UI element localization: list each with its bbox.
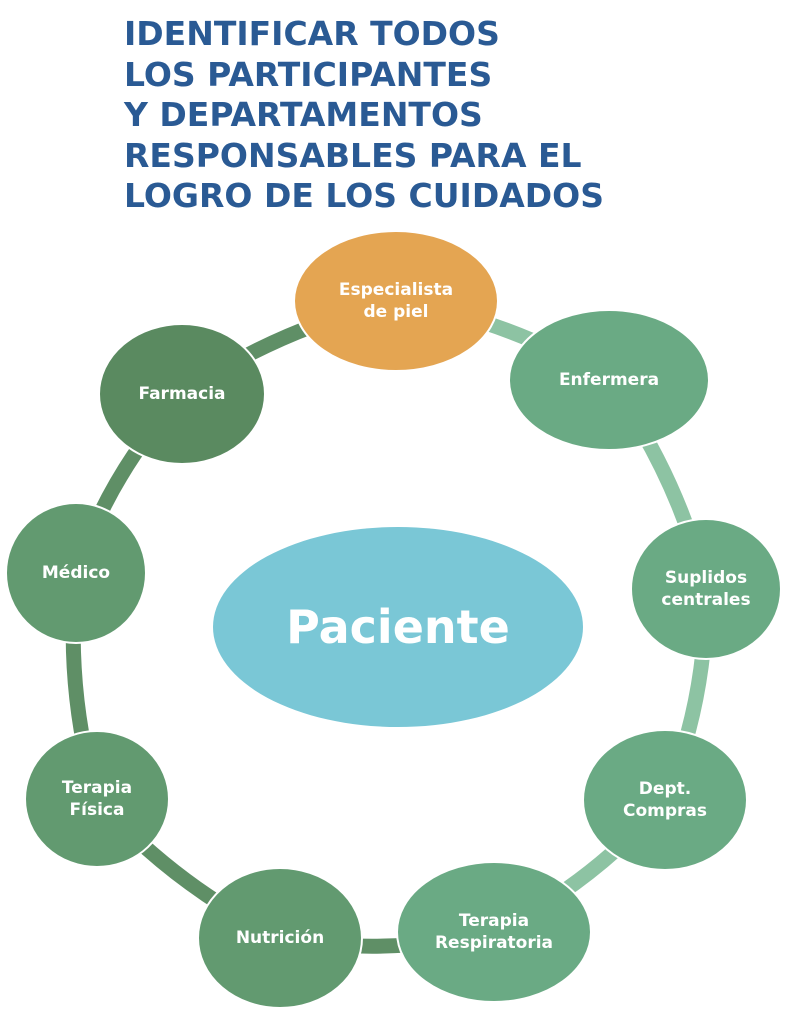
participant-node-shape xyxy=(396,861,592,1003)
participant-node-label: Respiratoria xyxy=(435,933,553,953)
participant-node-label: Compras xyxy=(623,801,707,821)
center-ellipse xyxy=(213,527,583,727)
title-line-3: Y DEPARTAMENTOS xyxy=(124,95,483,134)
title-line-2: LOS PARTICIPANTES xyxy=(124,54,493,94)
participant-node-label: Física xyxy=(70,800,125,820)
center-node-paciente: Paciente xyxy=(213,527,583,727)
participant-node-label: Suplidos xyxy=(665,568,747,588)
title-line-1: IDENTIFICAR TODOS xyxy=(124,14,500,53)
participant-node-shape xyxy=(5,502,147,644)
participant-node-shape xyxy=(24,730,170,868)
participant-node-enfermera: Enfermera xyxy=(508,309,710,451)
participant-node-label: centrales xyxy=(661,590,750,610)
participant-node-shape xyxy=(582,729,748,871)
participant-node-compras: Dept.Compras xyxy=(582,729,748,871)
participant-node-medico: Médico xyxy=(5,502,147,644)
center-label: Paciente xyxy=(286,600,510,654)
participant-node-shape xyxy=(508,309,710,451)
participant-node-shape xyxy=(98,323,266,465)
participant-node-nutricion: Nutrición xyxy=(197,867,363,1009)
participant-node-label: Especialista xyxy=(339,280,453,300)
participant-node-label: Farmacia xyxy=(138,384,225,404)
participant-node-shape xyxy=(630,518,782,660)
title-line-5: LOGRO DE LOS CUIDADOS xyxy=(124,176,604,215)
participant-node-label: Nutrición xyxy=(236,928,324,948)
participant-node-label: Dept. xyxy=(639,779,691,799)
participant-node-label: Terapia xyxy=(459,911,529,931)
participant-node-label: Enfermera xyxy=(559,370,659,390)
title-line-4: RESPONSABLES PARA EL xyxy=(124,135,582,175)
participant-node-farmacia: Farmacia xyxy=(98,323,266,465)
participant-node-shape xyxy=(197,867,363,1009)
page-title: IDENTIFICAR TODOS LOS PARTICIPANTES Y DE… xyxy=(124,14,784,217)
participant-node-label: Médico xyxy=(42,563,110,583)
participant-node-label: de piel xyxy=(364,302,429,322)
participant-node-shape xyxy=(293,230,499,372)
participant-node-label: Terapia xyxy=(62,778,132,798)
